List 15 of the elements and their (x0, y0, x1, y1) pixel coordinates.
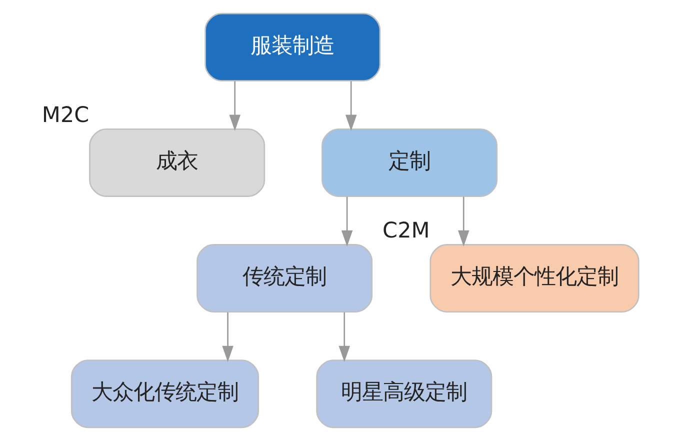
node-box: 明星高级定制 (316, 360, 492, 428)
node-label: M2C (41, 103, 89, 128)
arrow (228, 81, 240, 131)
arrow (222, 312, 233, 362)
node-box: 定制 (321, 128, 498, 197)
arrow (340, 196, 352, 246)
node-box: 传统定制 (196, 244, 372, 313)
node-box: 成衣 (88, 128, 265, 197)
arrow (344, 81, 356, 131)
node-box: 大规模个性化定制 (429, 244, 639, 313)
node-box: 大众化传统定制 (70, 360, 259, 428)
node-box: 服装制造 (204, 12, 380, 82)
arrow (457, 196, 469, 246)
arrow (338, 312, 350, 362)
node-label: C2M (382, 218, 430, 244)
